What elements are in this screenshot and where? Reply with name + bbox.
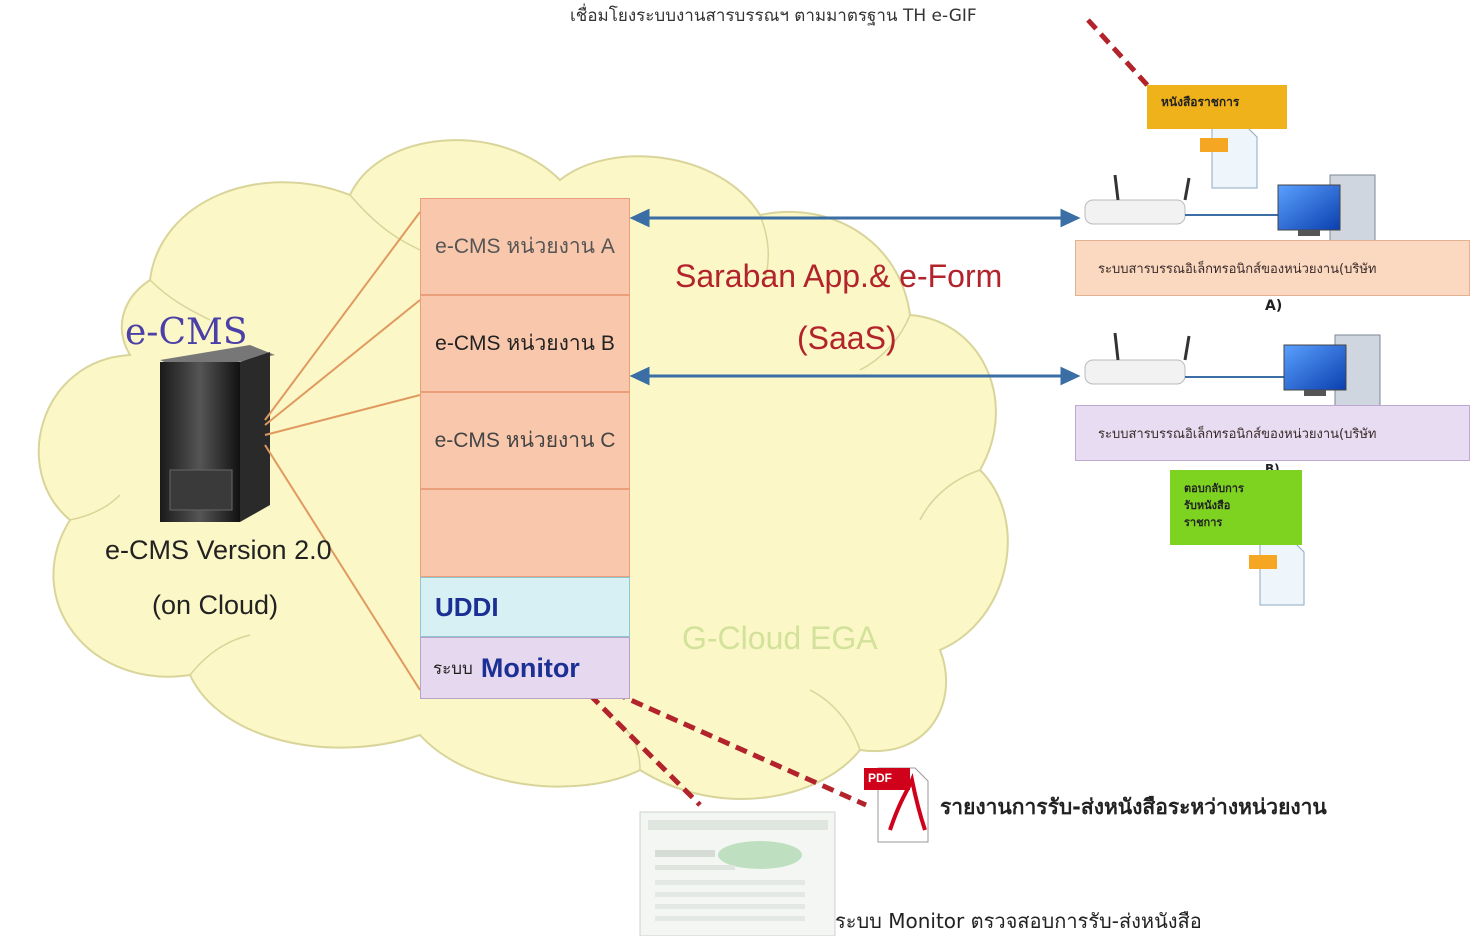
system-a-suffix: A) <box>1265 298 1283 314</box>
receipt-tag-line: ราชการ <box>1184 516 1223 529</box>
arrow-b <box>629 366 1081 386</box>
stack-cell-agency-a: e-CMS หน่วยงาน A <box>420 198 630 295</box>
uddi-cell: UDDI <box>420 577 630 637</box>
server-label: e-CMS <box>125 312 248 353</box>
stack-cell-label: e-CMS หน่วยงาน C <box>434 429 616 452</box>
stack-cell-label: e-CMS หน่วยงาน B <box>435 332 615 355</box>
cloud-deployment-label: (on Cloud) <box>152 590 279 620</box>
receipt-tag: ตอบกลับการ รับหนังสือ ราชการ <box>1170 470 1302 545</box>
receipt-tag-line: ตอบกลับการ <box>1184 482 1244 495</box>
pdf-icon <box>864 767 929 843</box>
system-b-label: ระบบสารบรรณอิเล็กทรอนิกส์ของหน่วยงาน(บริ… <box>1098 426 1377 442</box>
receipt-tag-line: รับหนังสือ <box>1184 499 1231 512</box>
pdf-badge-label: PDF <box>868 771 892 785</box>
version-label: e-CMS Version 2.0 <box>105 535 332 565</box>
system-a-label: ระบบสารบรรณอิเล็กทรอนิกส์ของหน่วยงาน(บริ… <box>1098 261 1377 277</box>
cloud-label: G-Cloud EGA <box>682 620 878 656</box>
system-a-box: ระบบสารบรรณอิเล็กทรอนิกส์ของหน่วยงาน(บริ… <box>1075 240 1470 296</box>
stack-cell-label: e-CMS หน่วยงาน A <box>435 235 615 258</box>
app-subtitle: (SaaS) <box>797 320 897 356</box>
doc-tag: หนังสือราชการ <box>1147 85 1287 129</box>
app-title: Saraban App.& e-Form <box>675 258 1003 294</box>
document-icon <box>1249 539 1305 606</box>
server-connectors <box>264 211 421 691</box>
computer-icon <box>1283 334 1381 414</box>
server-tower-icon <box>160 345 275 522</box>
top-caption: เชื่อมโยงระบบงานสารบรรณฯ ตามมาตรฐาน TH e… <box>570 6 977 26</box>
monitor-screenshot-thumbnail <box>639 811 836 936</box>
document-icon <box>1200 124 1258 189</box>
monitor-cell: ระบบ Monitor <box>420 637 630 699</box>
system-b-box: ระบบสารบรรณอิเล็กทรอนิกส์ของหน่วยงาน(บริ… <box>1075 405 1470 461</box>
uddi-label: UDDI <box>435 591 499 622</box>
monitor-prefix: ระบบ <box>433 658 473 679</box>
router-icon <box>1084 174 1280 225</box>
arrow-a <box>629 208 1081 228</box>
stack-cell-empty <box>420 489 630 577</box>
computer-icon <box>1277 174 1376 251</box>
dashed-links <box>588 18 1152 808</box>
monitor-word: Monitor <box>480 652 580 683</box>
report-caption: รายงานการรับ-ส่งหนังสือระหว่างหน่วยงาน <box>940 795 1327 819</box>
monitor-caption: ระบบ Monitor ตรวจสอบการรับ-ส่งหนังสือ <box>835 909 1202 933</box>
stack-cell-agency-b: e-CMS หน่วยงาน B <box>420 295 630 392</box>
router-icon <box>1084 332 1285 385</box>
stack-cell-agency-c: e-CMS หน่วยงาน C <box>420 392 630 489</box>
